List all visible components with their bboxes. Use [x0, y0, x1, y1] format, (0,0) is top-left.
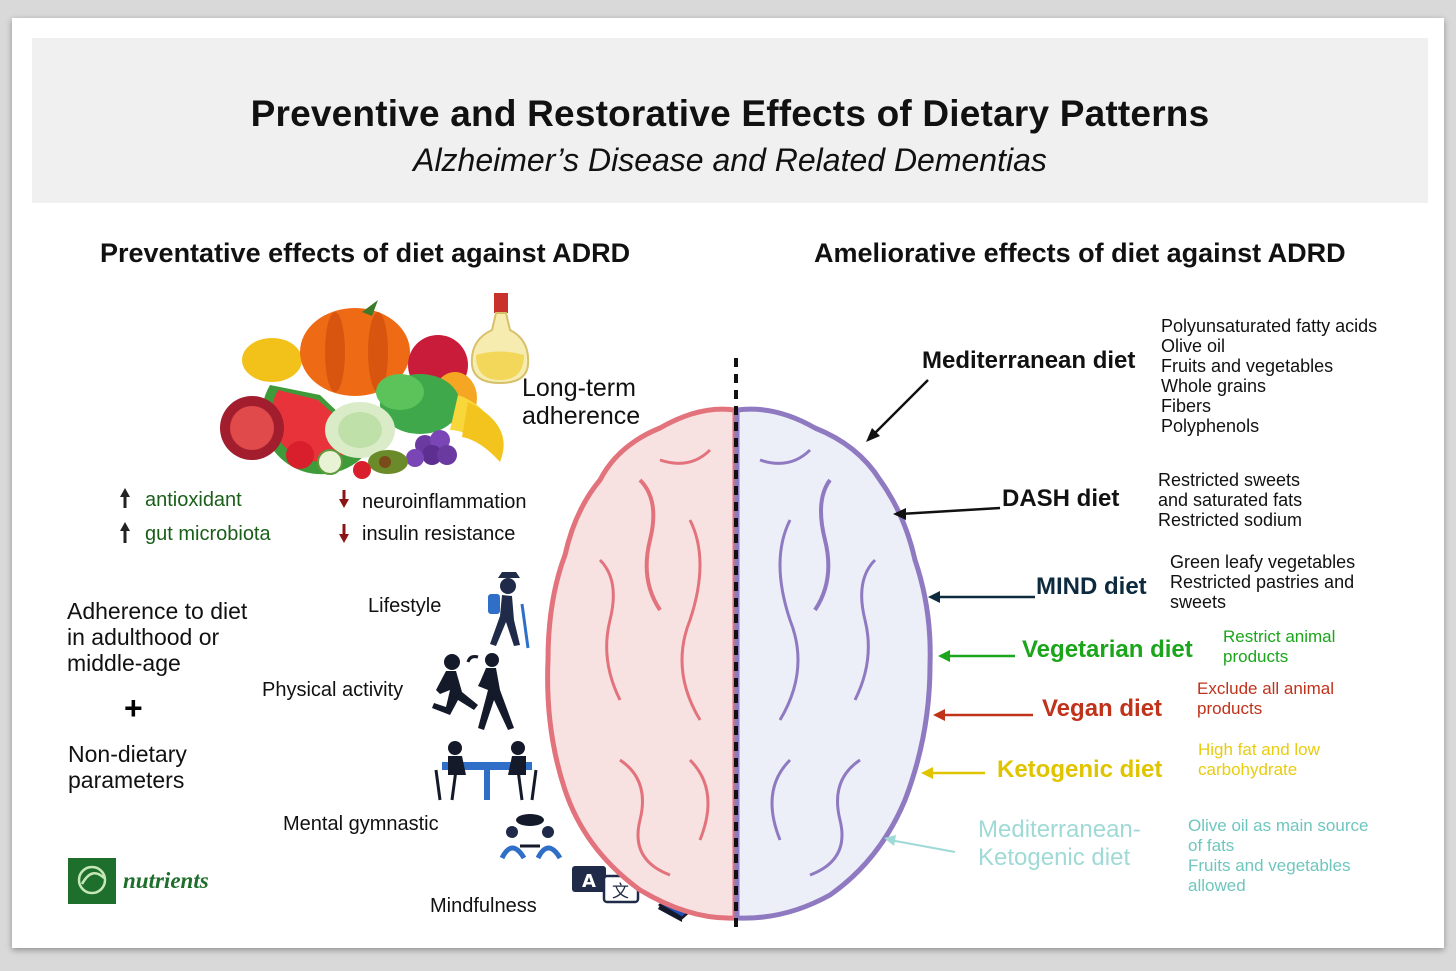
diet-mind: MIND diet [1036, 573, 1147, 600]
note: products [1197, 699, 1263, 718]
header-panel: Preventive and Restorative Effects of Di… [32, 38, 1428, 203]
diet-mediterranean-ketogenic: Mediterranean- Ketogenic diet [978, 816, 1141, 871]
left-section-heading: Preventative effects of diet against ADR… [100, 238, 631, 268]
diet-ketogenic-notes: High fat and low carbohydrate [1198, 740, 1320, 780]
activity-physical: Physical activity [262, 679, 404, 701]
long-term-line-2: adherence [522, 402, 641, 430]
note: Green leafy vegetables [1170, 552, 1356, 572]
up-arrow-icon [120, 488, 130, 543]
note: allowed [1188, 876, 1246, 895]
effect-neuroinflammation: neuroinflammation [362, 491, 527, 513]
note: sweets [1170, 592, 1227, 612]
page-subtitle: Alzheimer’s Disease and Related Dementia… [413, 142, 1047, 178]
note: Restricted sweets [1158, 470, 1301, 490]
translate-glyph-a: A [582, 871, 596, 892]
activity-lifestyle: Lifestyle [368, 595, 442, 617]
translate-icon: A 文 [572, 866, 640, 904]
long-term-adherence-label: Long-term adherence [522, 374, 640, 430]
effect-antioxidant: antioxidant [145, 489, 242, 511]
activity-mindfulness: Mindfulness [430, 895, 537, 917]
right-section-heading: Ameliorative effects of diet against ADR… [814, 238, 1346, 268]
diet-dash: DASH diet [1002, 485, 1120, 512]
page-title: Preventive and Restorative Effects of Di… [250, 93, 1210, 134]
translate-glyph-b: 文 [612, 882, 629, 902]
diet-vegetarian-notes: Restrict animal products [1223, 627, 1335, 667]
long-term-line-1: Long-term [522, 374, 636, 402]
diet-mind-notes: Green leafy vegetables Restricted pastri… [1170, 552, 1355, 612]
olive-oil-bottle-icon [470, 293, 530, 385]
adherence-line-2: in adulthood or [67, 624, 220, 650]
plus-sign: + [124, 690, 143, 726]
note: of fats [1188, 836, 1235, 855]
diet-mediterranean-ketogenic-notes: Olive oil as main source of fats Fruits … [1188, 816, 1368, 896]
diet-vegan: Vegan diet [1042, 695, 1163, 722]
group-chat-icon [499, 814, 563, 860]
adherence-line-1: Adherence to diet [67, 598, 248, 624]
diet-vegetarian: Vegetarian diet [1022, 636, 1193, 663]
note: and saturated fats [1158, 490, 1303, 510]
logo-text: nutrients [123, 868, 209, 893]
diet-ketogenic: Ketogenic diet [997, 756, 1163, 783]
runners-icon [432, 653, 514, 730]
note: Fibers [1161, 396, 1212, 416]
nutrients-logo-icon [68, 858, 116, 904]
note: products [1223, 647, 1289, 666]
table-meeting-icon [434, 741, 538, 801]
effect-insulin-resistance: insulin resistance [362, 523, 516, 545]
note: Exclude all animal [1197, 679, 1335, 698]
note: Olive oil [1161, 336, 1226, 356]
adherence-line-3: middle-age [67, 650, 181, 676]
effect-gut-microbiota: gut microbiota [145, 523, 271, 545]
diet-arrows [866, 379, 1035, 853]
diet-vegan-notes: Exclude all animal products [1197, 679, 1334, 719]
non-dietary-line-2: parameters [68, 767, 185, 793]
diet-mediterranean: Mediterranean diet [922, 347, 1136, 374]
note: Fruits and vegetables [1188, 856, 1351, 875]
fruit-vegetable-icon [220, 300, 504, 479]
note: Restrict animal [1223, 627, 1336, 646]
non-dietary-line-1: Non-dietary [68, 741, 187, 767]
note: Restricted sodium [1158, 510, 1303, 530]
adherence-label: Adherence to diet in adulthood or middle… [67, 598, 247, 676]
note: Restricted pastries and [1170, 572, 1355, 592]
diet-dash-notes: Restricted sweets and saturated fats Res… [1158, 470, 1302, 530]
note: carbohydrate [1198, 760, 1298, 779]
note: High fat and low [1198, 740, 1320, 759]
note: Olive oil as main source [1188, 816, 1369, 835]
diet-mediterranean-notes: Polyunsaturated fatty acids Olive oil Fr… [1161, 316, 1377, 436]
down-arrow-icon [339, 490, 349, 543]
non-dietary-label: Non-dietary parameters [68, 741, 187, 793]
note: Fruits and vegetables [1161, 356, 1334, 376]
note: Polyphenols [1161, 416, 1260, 436]
brain-icon [545, 406, 933, 921]
activity-mental: Mental gymnastic [283, 813, 439, 835]
note: Polyunsaturated fatty acids [1161, 316, 1378, 336]
hiker-icon [488, 572, 530, 649]
note: Whole grains [1161, 376, 1267, 396]
